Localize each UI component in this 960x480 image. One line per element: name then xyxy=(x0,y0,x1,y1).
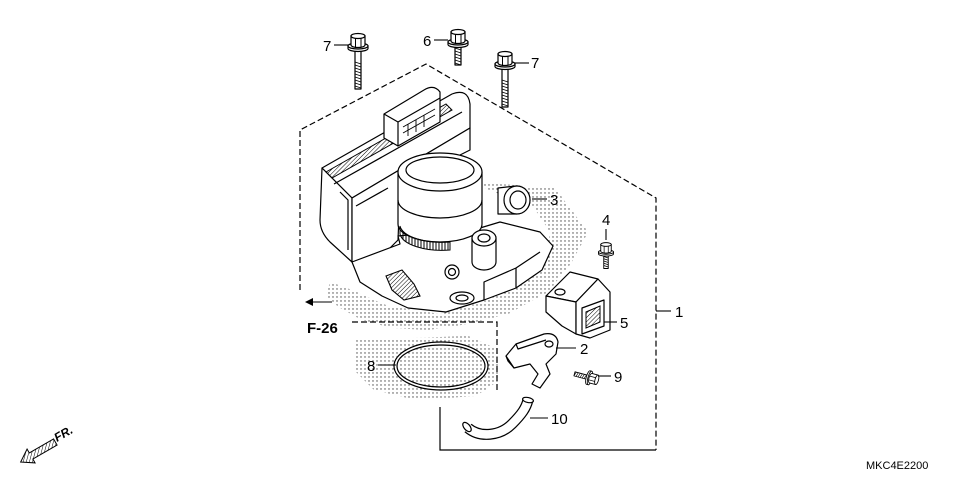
gasket-outer-edge xyxy=(393,341,489,391)
map-sensor xyxy=(545,271,611,339)
sensor-screw xyxy=(598,242,614,269)
pulley-center xyxy=(477,233,491,243)
base-mount-hole xyxy=(455,294,469,302)
bracket-bolt xyxy=(573,369,601,388)
bore-ring-line xyxy=(397,199,483,219)
screw-head xyxy=(598,242,614,257)
pulley-body xyxy=(471,237,497,271)
throttle-body xyxy=(319,86,554,313)
actuator-housing-side xyxy=(319,167,353,263)
hose-body xyxy=(465,398,533,439)
bore-opening-inner xyxy=(405,156,475,184)
bracket-bolt-thread xyxy=(573,371,587,379)
sensor-cap xyxy=(497,185,531,215)
callout-bolt-center: 6 xyxy=(423,33,431,50)
bolt-head xyxy=(447,28,469,49)
flange-bolt-center xyxy=(447,28,469,66)
bracket-plate xyxy=(505,333,559,389)
actuator-connector xyxy=(383,86,441,147)
reference-label: F-26 xyxy=(307,320,338,337)
bolt-head xyxy=(494,50,516,71)
sensor-cap-center xyxy=(509,190,527,210)
front-direction-arrow xyxy=(19,438,58,464)
callout-bolt-small: 9 xyxy=(614,369,622,386)
assembly-outline-solid xyxy=(439,407,656,451)
callout-bolt-right: 7 xyxy=(531,55,539,72)
connector-pins xyxy=(402,108,436,136)
screw-thread xyxy=(603,256,609,268)
callout-assembly: 1 xyxy=(675,304,683,321)
flange-bolt-right xyxy=(494,50,516,108)
bolt-head xyxy=(347,32,369,53)
sensor-connector-socket xyxy=(585,305,601,329)
leader-lines xyxy=(334,39,671,419)
gasket-outline-dashed xyxy=(352,321,498,392)
flange-bolt-left xyxy=(347,32,369,90)
hose xyxy=(462,396,535,440)
reference-arrow xyxy=(305,298,332,306)
sensor-side-face xyxy=(545,295,577,335)
hose-end-left xyxy=(462,421,472,433)
gasket-fill xyxy=(394,342,488,390)
bolt-thread xyxy=(501,79,509,107)
callout-sensor: 5 xyxy=(620,315,628,332)
callout-gasket: 8 xyxy=(367,358,375,375)
callout-bolt-left: 7 xyxy=(323,38,331,55)
stipple-shading-body xyxy=(326,182,588,330)
throttle-gear xyxy=(399,225,451,251)
bolt-thread xyxy=(454,47,462,66)
reference-arrow-head xyxy=(305,298,313,306)
actuator-housing-inner-face xyxy=(339,187,389,250)
side-fitting-hole xyxy=(447,267,457,277)
arrow-icon xyxy=(19,438,58,464)
bracket-edge xyxy=(505,339,547,369)
bracket-hole xyxy=(544,340,554,348)
callout-screw: 4 xyxy=(602,212,610,229)
bracket-bolt-head xyxy=(584,369,601,388)
callout-hose: 10 xyxy=(551,411,568,428)
callout-bracket: 2 xyxy=(580,341,588,358)
sensor-bracket xyxy=(505,333,559,389)
bolt-thread xyxy=(354,61,362,89)
sensor-mount-hole xyxy=(554,288,566,296)
assembly-outline-dashed xyxy=(299,63,657,450)
gasket-inner-edge xyxy=(396,344,486,388)
base-detail-lines xyxy=(483,251,541,300)
callout-sensor-cap: 3 xyxy=(550,192,558,209)
connector-face xyxy=(383,97,441,146)
diagram-code: MKC4E2200 xyxy=(866,460,928,472)
hose-end-right xyxy=(521,396,535,404)
actuator-housing-rim xyxy=(333,111,463,185)
bottom-fitting xyxy=(385,269,421,301)
gasket xyxy=(393,341,489,391)
